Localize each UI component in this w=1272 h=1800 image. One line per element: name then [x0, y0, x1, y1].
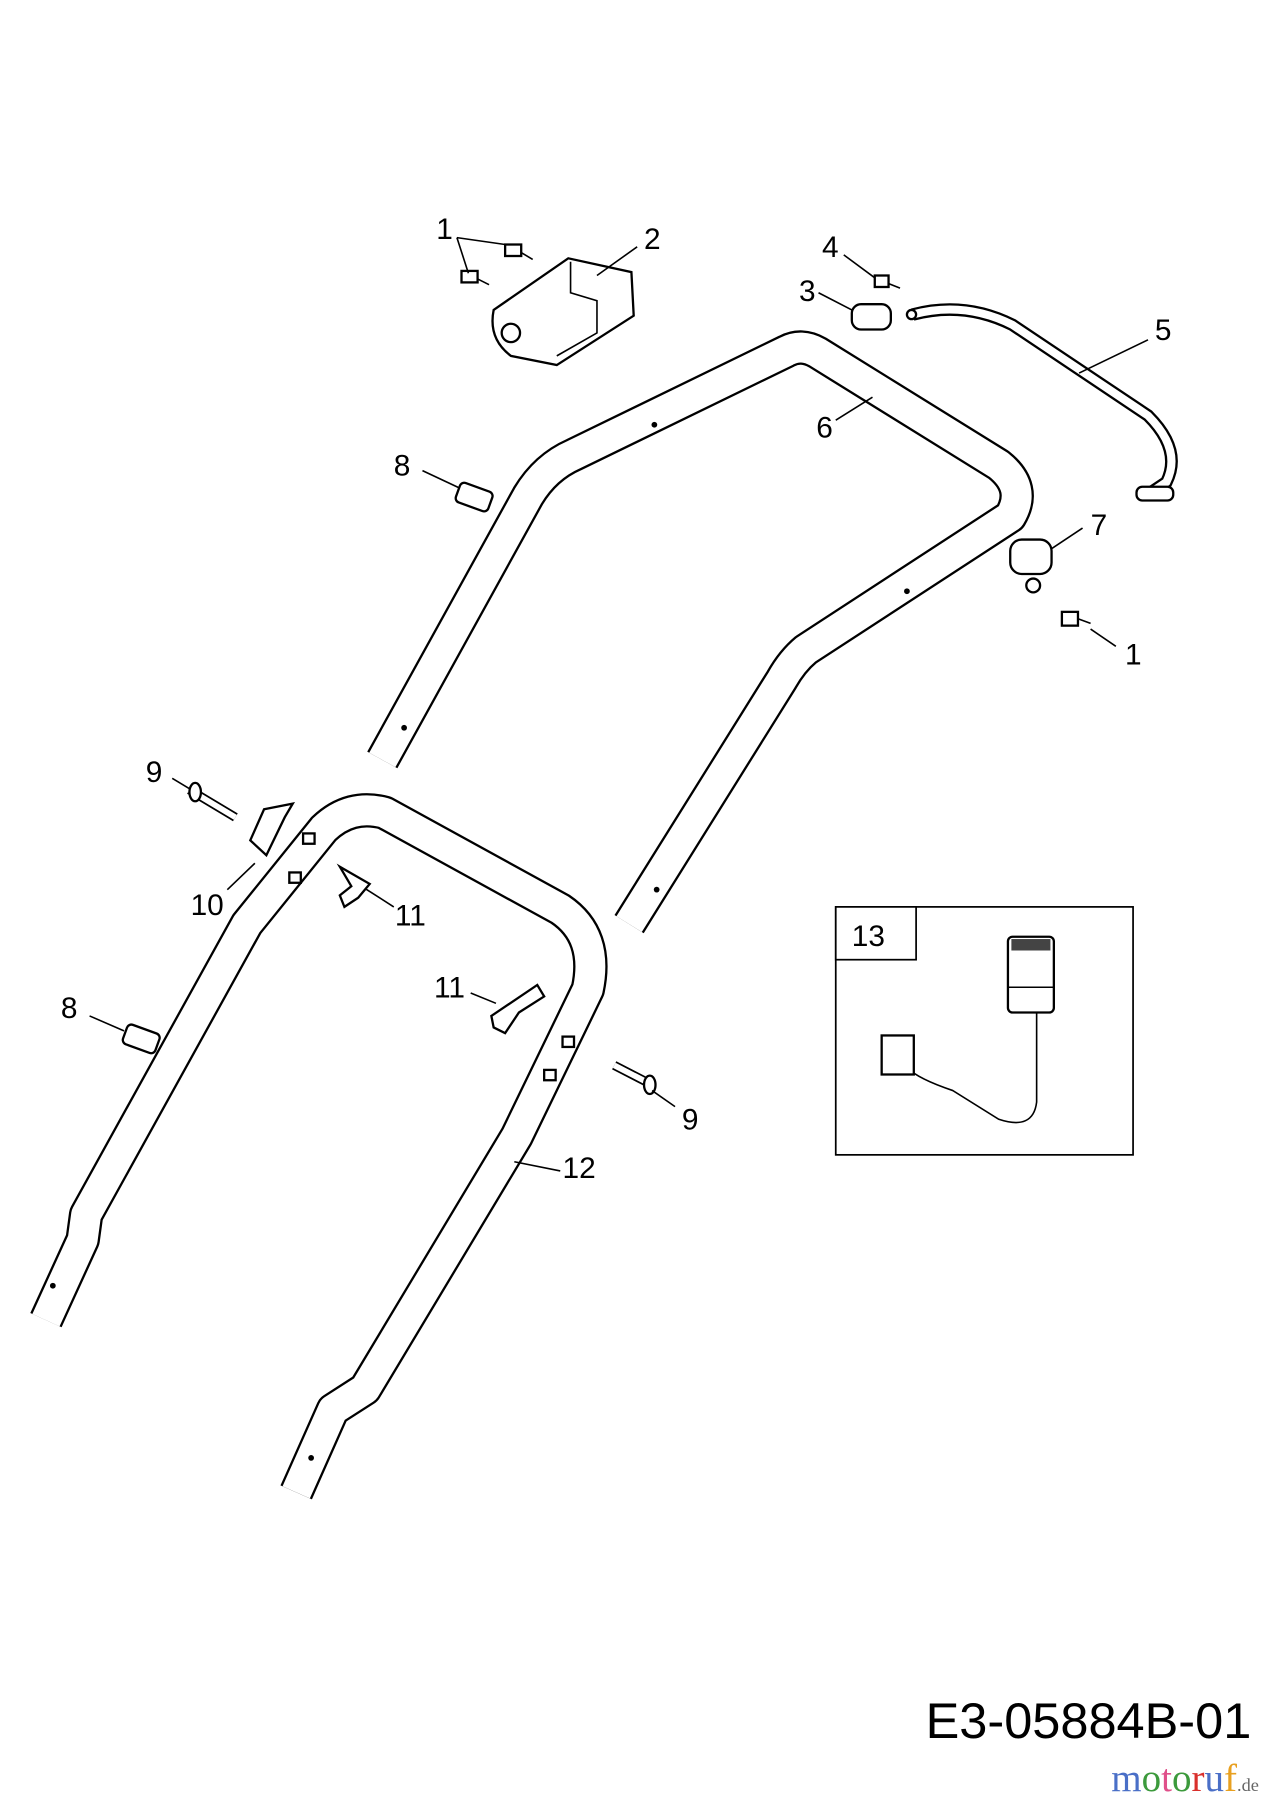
battery-pack-icon — [1006, 935, 1056, 1014]
callout-10: 10 — [191, 889, 224, 922]
callout-5: 5 — [1155, 314, 1172, 347]
bolt-part-9 — [187, 781, 238, 822]
callout-9: 9 — [146, 756, 163, 789]
svg-text:motoruf.de: motoruf.de — [1111, 1757, 1259, 1800]
clip-part-3 — [850, 303, 892, 331]
callout-3: 3 — [799, 275, 816, 308]
callout-9: 9 — [682, 1104, 699, 1137]
inset-part-13: 13 — [834, 906, 1134, 1156]
screw-part-1 — [460, 269, 490, 286]
switch-box-part-2 — [491, 257, 635, 367]
nut-part-8 — [454, 481, 494, 513]
bracket-part-10 — [248, 801, 296, 858]
wing-knob-part-11 — [490, 983, 546, 1035]
screw-part-1 — [503, 243, 534, 261]
callout-7: 7 — [1091, 509, 1108, 542]
watermark-logo: motoruf.de — [1111, 1757, 1259, 1800]
clamp-part-7 — [1009, 538, 1053, 594]
lower-handle-part-12 — [30, 793, 608, 1500]
drawing-code: E3-05884B-01 — [926, 1692, 1252, 1749]
inset-label: 13 — [852, 920, 885, 953]
callout-4: 4 — [822, 231, 839, 264]
callout-1: 1 — [1125, 639, 1142, 672]
callout-2: 2 — [644, 223, 661, 256]
wing-knob-part-11 — [336, 863, 372, 909]
callout-8: 8 — [394, 449, 411, 482]
leader-lines — [89, 236, 1149, 1172]
connector-icon — [880, 1034, 915, 1076]
callout-11: 11 — [434, 972, 465, 1005]
bail-rod-part-5 — [905, 303, 1178, 502]
bolt-part-9 — [612, 1061, 657, 1096]
upper-handle-part-6 — [367, 330, 1034, 934]
callout-11: 11 — [395, 899, 426, 932]
callout-8: 8 — [61, 992, 78, 1025]
callout-1: 1 — [436, 213, 453, 246]
nut-part-8 — [121, 1023, 161, 1055]
callout-6: 6 — [816, 411, 833, 444]
callout-12: 12 — [563, 1152, 596, 1185]
screw-part-1 — [1060, 610, 1091, 627]
screw-part-4 — [873, 274, 901, 289]
